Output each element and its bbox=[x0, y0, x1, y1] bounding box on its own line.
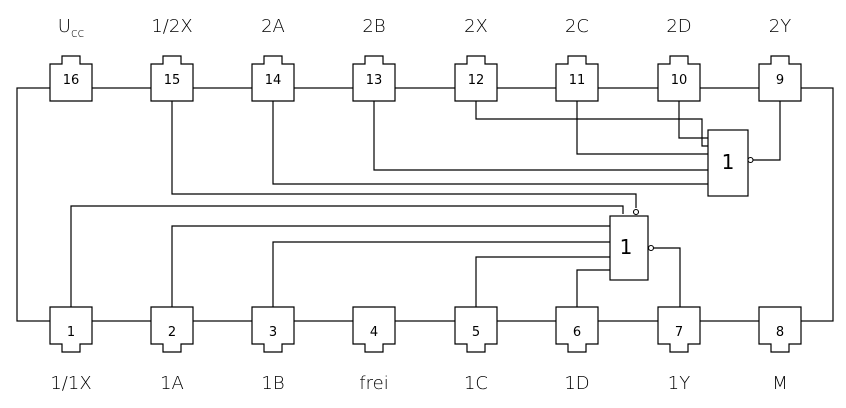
wire-pin12 bbox=[475, 100, 708, 147]
pin-13-number: 13 bbox=[366, 73, 383, 88]
pin-10-label: 2D bbox=[666, 16, 691, 37]
pin-8-label: M bbox=[772, 373, 788, 394]
lower-or-gate: 1 bbox=[609, 208, 655, 281]
pin-11-label: 2C bbox=[565, 16, 589, 37]
pin-6-number: 6 bbox=[573, 325, 581, 340]
top-pin-row: 16 Ucc 15 1/2X 14 2A 13 2B 12 2X 11 2C 10 2D 9 2Y bbox=[49, 16, 802, 102]
pin-5: 5 1C bbox=[454, 306, 498, 394]
pin-11: 11 2C bbox=[555, 16, 599, 102]
pin-1: 1 1/1X bbox=[49, 306, 93, 394]
pin-2: 2 1A bbox=[150, 306, 194, 394]
pin-14-number: 14 bbox=[265, 73, 282, 88]
wire-pin15-to-lower-gate bbox=[171, 100, 637, 208]
pin-7-body bbox=[657, 306, 701, 353]
pin-13-label: 2B bbox=[362, 16, 385, 37]
pin-8: 8M bbox=[758, 306, 802, 394]
pin-15: 15 1/2X bbox=[150, 16, 194, 102]
pin-11-number: 11 bbox=[569, 73, 586, 88]
pin-14: 14 2A bbox=[251, 16, 295, 102]
pin-3-number: 3 bbox=[269, 325, 277, 340]
pin-12-number: 12 bbox=[468, 73, 485, 88]
pin-16-body bbox=[49, 55, 93, 102]
pin-3-label: 1B bbox=[261, 373, 284, 394]
pin-1-number: 1 bbox=[67, 325, 75, 340]
pin-14-label: 2A bbox=[261, 16, 285, 37]
pin-11-body bbox=[555, 55, 599, 102]
wire-pin13 bbox=[373, 100, 708, 171]
upper-gate-wiring bbox=[272, 100, 781, 185]
wire-pin5 bbox=[475, 256, 610, 307]
wire-pin9-output bbox=[753, 100, 781, 161]
pin-1-label: 1/1X bbox=[50, 373, 91, 394]
wire-pin14 bbox=[272, 100, 708, 185]
wire-pin2 bbox=[171, 225, 610, 307]
pin-13: 13 2B bbox=[352, 16, 396, 102]
pin-13-body bbox=[352, 55, 396, 102]
pin-15-number: 15 bbox=[164, 73, 181, 88]
pin-4-body bbox=[352, 306, 396, 353]
pin-9-number: 9 bbox=[776, 73, 784, 88]
wire-pin1-from-lower-gate bbox=[70, 205, 624, 307]
pin-16-number: 16 bbox=[63, 73, 80, 88]
package-outline bbox=[16, 87, 834, 322]
pin-12: 12 2X bbox=[454, 16, 498, 102]
wire-pin10 bbox=[678, 100, 708, 139]
upper-gate-body bbox=[707, 129, 749, 197]
pin-8-number: 8 bbox=[776, 325, 784, 340]
upper-or-gate: 1 bbox=[707, 129, 754, 197]
pin-2-number: 2 bbox=[168, 325, 176, 340]
pin-4: 4 frei bbox=[352, 306, 396, 394]
pin-9-body bbox=[758, 55, 802, 102]
pin-9: 9 2Y bbox=[758, 16, 802, 102]
pin-6-body bbox=[555, 306, 599, 353]
pin-7-number: 7 bbox=[675, 325, 683, 340]
lower-gate-wiring bbox=[70, 100, 681, 307]
wire-pin6 bbox=[576, 269, 610, 307]
pin-15-label: 1/2X bbox=[151, 16, 192, 37]
wire-pin11 bbox=[576, 100, 708, 155]
lower-gate-body bbox=[609, 215, 649, 281]
pin-7-label: 1Y bbox=[668, 373, 690, 394]
wire-pin7-output bbox=[654, 247, 681, 307]
pin-15-body bbox=[150, 55, 194, 102]
pin-5-body bbox=[454, 306, 498, 353]
pin-5-number: 5 bbox=[472, 325, 480, 340]
pin-5-label: 1C bbox=[464, 373, 488, 394]
lower-gate-label: 1 bbox=[620, 235, 633, 259]
pin-16-label-main: U bbox=[58, 16, 71, 37]
pin-12-body bbox=[454, 55, 498, 102]
pin-2-label: 1A bbox=[160, 373, 184, 394]
pin-10-number: 10 bbox=[671, 73, 688, 88]
pin-14-body bbox=[251, 55, 295, 102]
pin-12-label: 2X bbox=[464, 16, 488, 37]
pin-1-body bbox=[49, 306, 93, 353]
pin-10-body bbox=[657, 55, 701, 102]
pin-3-body bbox=[251, 306, 295, 353]
pin-10: 10 2D bbox=[657, 16, 701, 102]
pin-8-body bbox=[758, 306, 802, 353]
pin-4-label: frei bbox=[359, 373, 388, 394]
upper-gate-label: 1 bbox=[722, 150, 735, 174]
lower-gate-inverter-bubble bbox=[632, 208, 640, 216]
wire-pin3 bbox=[272, 241, 610, 307]
upper-gate-inverter-bubble bbox=[747, 156, 754, 164]
pin-3: 3 1B bbox=[251, 306, 295, 394]
pin-16-label: Ucc bbox=[58, 16, 84, 40]
pin-7: 7 1Y bbox=[657, 306, 701, 394]
pin-4-number: 4 bbox=[370, 325, 378, 340]
pin-9-label: 2Y bbox=[769, 16, 791, 37]
pin-2-body bbox=[150, 306, 194, 353]
pin-16: 16 Ucc bbox=[49, 16, 93, 102]
pin-16-label-sub: cc bbox=[71, 26, 84, 40]
lower-gate-output-bubble bbox=[647, 244, 655, 252]
pin-6-label: 1D bbox=[564, 373, 589, 394]
pin-6: 6 1D bbox=[555, 306, 599, 394]
